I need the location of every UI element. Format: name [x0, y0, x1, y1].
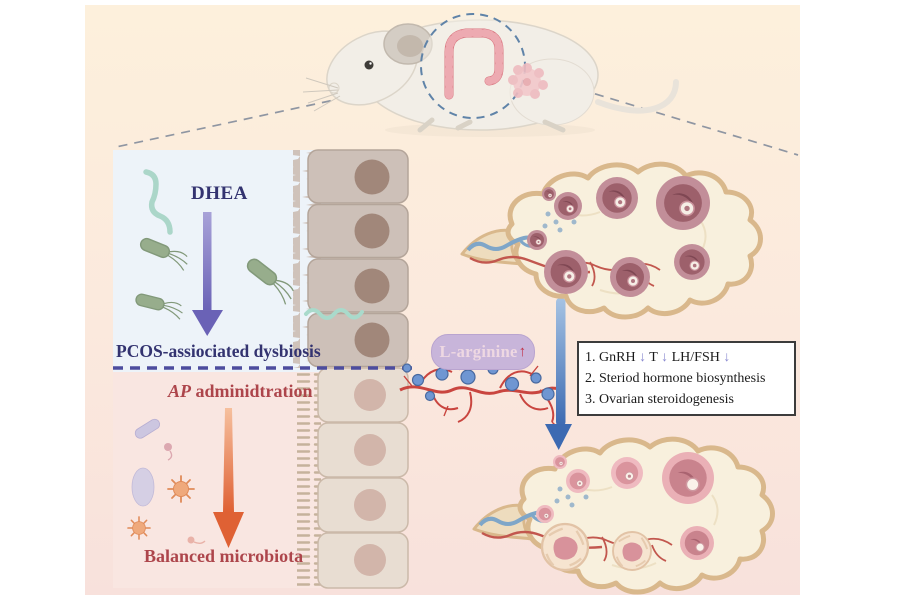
effects-line1-text: 1. GnRH: [585, 350, 640, 365]
dashed-guide-left: [115, 93, 363, 148]
ap-down-arrow: [213, 408, 244, 548]
mouse-eye: [364, 60, 374, 70]
effects-line1-text2: T: [646, 350, 662, 365]
effects-box: 1. GnRH ↓ T ↓ LH/FSH ↓ 2. Steriod hormon…: [577, 341, 796, 416]
ap-action: adminidtration: [191, 381, 313, 401]
l-arginine-badge: L-arginine↑: [431, 334, 535, 370]
mouse-whiskers: [302, 77, 341, 112]
l-arginine-label: L-arginine: [439, 342, 518, 361]
spiral-bacterium: [143, 169, 173, 235]
mouse-tail: [595, 79, 679, 114]
ap-agent: AP: [168, 381, 192, 401]
epithelium-lower-nuclei: [354, 379, 386, 576]
mouse-illustration: [302, 13, 679, 137]
effects-line-1: 1. GnRH ↓ T ↓ LH/FSH ↓: [585, 347, 788, 368]
down-arrow-icon: ↓: [723, 350, 731, 365]
effects-line1-text3: LH/FSH: [668, 350, 724, 365]
zoom-guide-lines: [115, 79, 799, 156]
dhea-label: DHEA: [191, 183, 248, 204]
invading-spirochete: [304, 308, 364, 320]
effects-line-2: 2. Steriod hormone biosynthesis: [585, 371, 766, 386]
down-arrow-icon: ↓: [639, 350, 647, 365]
down-arrow-icon: ↓: [661, 350, 669, 365]
dashed-guide-right: [548, 79, 799, 156]
pcos-dysbiosis-label: PCOS-assiociated dysbiosis: [116, 341, 321, 361]
mouse-ovary: [508, 63, 548, 99]
intestinal-epithelium: [293, 149, 409, 589]
ovary-transition-arrow: [545, 298, 572, 450]
effects-line-3: 3. Ovarian steroidogenesis: [585, 392, 734, 407]
healthy-microvilli: [297, 372, 321, 586]
epithelium-upper-nuclei: [354, 159, 390, 358]
capillary-network: [399, 359, 565, 431]
dhea-down-arrow: [192, 212, 223, 336]
balanced-microbes: [127, 418, 206, 544]
absorbed-molecules: [402, 363, 555, 402]
ap-administration-label: AP adminidtration: [168, 381, 313, 402]
up-arrow-icon: ↑: [518, 343, 527, 360]
dysbiosis-bacteria: [133, 169, 299, 321]
balanced-microbiota-label: Balanced microbiota: [144, 546, 304, 566]
